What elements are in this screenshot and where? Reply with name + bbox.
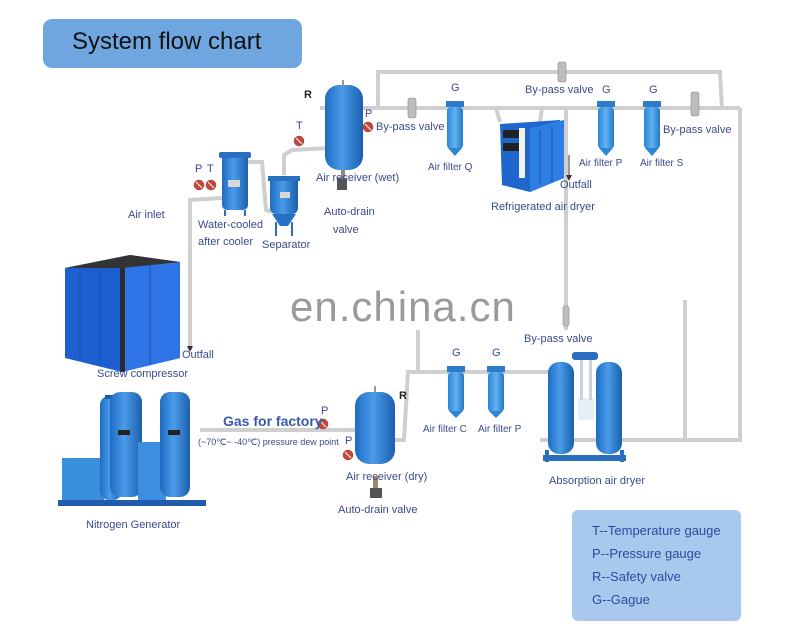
page-title: System flow chart bbox=[72, 28, 262, 55]
label-after-cooler-2: after cooler bbox=[198, 236, 254, 248]
label-air-receiver-wet: Air receiver (wet) bbox=[316, 172, 400, 184]
label-auto-drain-top-2: valve bbox=[333, 224, 359, 236]
air-receiver-dry-graphic bbox=[355, 386, 395, 498]
label-air-filter-q: Air filter Q bbox=[428, 162, 473, 173]
label-outfall-2: Outfall bbox=[560, 179, 592, 191]
outfall-arrows bbox=[187, 155, 572, 352]
label-air-filter-p-top: Air filter P bbox=[579, 158, 623, 169]
label-air-inlet: Air inlet bbox=[128, 209, 165, 221]
gauge-label-p: P bbox=[195, 163, 203, 175]
label-nitrogen-generator: Nitrogen Generator bbox=[86, 519, 181, 531]
legend: T--Temperature gauge P--Pressure gauge R… bbox=[572, 510, 741, 621]
pipe-compressor-up bbox=[188, 196, 223, 350]
gauge-label-g: G bbox=[649, 84, 658, 96]
air-filter-p-bottom-graphic bbox=[487, 366, 505, 418]
pipe-dryer-in bbox=[494, 107, 502, 123]
gauge-label-t: T bbox=[207, 163, 214, 175]
label-absorption-air-dryer: Absorption air dryer bbox=[549, 475, 645, 487]
label-refrigerated-air-dryer: Refrigerated air dryer bbox=[491, 201, 595, 213]
pipe-dryer-out bbox=[538, 107, 544, 123]
nitrogen-generator-graphic bbox=[58, 392, 206, 506]
label-dew-point: (~70℃~ -40℃) pressure dew point bbox=[198, 437, 339, 447]
label-bypass-valve-4: By-pass valve bbox=[524, 333, 593, 345]
watermark: en.china.cn bbox=[290, 283, 516, 330]
bypass-valves bbox=[407, 61, 700, 327]
label-bypass-valve-2: By-pass valve bbox=[525, 84, 594, 96]
bypass-valve-3 bbox=[690, 91, 700, 117]
label-auto-drain-bottom: Auto-drain valve bbox=[338, 504, 418, 516]
air-filter-c-graphic bbox=[447, 366, 465, 418]
gauge-label-p: P bbox=[345, 435, 353, 447]
bypass-valve-2 bbox=[557, 61, 567, 83]
gauge-label-g: G bbox=[452, 347, 461, 359]
legend-item-safety-valve: R--Safety valve bbox=[592, 569, 681, 584]
title-banner bbox=[43, 19, 302, 68]
label-outfall-1: Outfall bbox=[182, 349, 214, 361]
outfall-arrow-1 bbox=[187, 346, 193, 352]
gauge-label-g: G bbox=[492, 347, 501, 359]
label-auto-drain-top-1: Auto-drain bbox=[324, 206, 375, 218]
gauge-label-p: P bbox=[365, 108, 373, 120]
air-filter-p-top-graphic bbox=[597, 101, 615, 156]
bypass-valve-1 bbox=[407, 97, 417, 119]
label-bypass-valve-3: By-pass valve bbox=[663, 124, 732, 136]
air-filter-s-graphic bbox=[643, 101, 661, 156]
gauge-label-r: R bbox=[304, 89, 312, 101]
label-screw-compressor: Screw compressor bbox=[97, 368, 189, 380]
gauge-label-g: G bbox=[451, 82, 460, 94]
pipe-mid-down bbox=[392, 330, 420, 442]
gauge-label-g: G bbox=[602, 84, 611, 96]
separator-graphic bbox=[268, 176, 300, 236]
gauge-label-p: P bbox=[321, 405, 329, 417]
air-filter-q-graphic bbox=[446, 101, 464, 156]
legend-item-temperature: T--Temperature gauge bbox=[592, 523, 721, 538]
label-bypass-valve-1: By-pass valve bbox=[376, 121, 445, 133]
absorption-dryer-graphic bbox=[543, 352, 626, 462]
label-air-filter-s: Air filter S bbox=[640, 158, 684, 169]
label-air-filter-c: Air filter C bbox=[423, 424, 467, 435]
pipe-separator-receiver bbox=[282, 146, 331, 175]
pipe-bypass-top bbox=[376, 70, 724, 109]
refrigerated-dryer-graphic bbox=[500, 120, 564, 192]
gauge-label-t: T bbox=[296, 120, 303, 132]
air-receiver-wet-graphic bbox=[325, 80, 363, 190]
label-separator: Separator bbox=[262, 239, 311, 251]
screw-compressor-graphic bbox=[65, 255, 180, 372]
pipe-cooler-separator bbox=[248, 160, 273, 214]
label-gas-for-factory: Gas for factory bbox=[223, 413, 323, 429]
label-after-cooler-1: Water-cooled bbox=[198, 219, 264, 231]
label-air-receiver-dry: Air receiver (dry) bbox=[346, 471, 428, 483]
outfall-arrow-2 bbox=[566, 175, 572, 181]
legend-item-gauge: G--Gague bbox=[592, 592, 650, 607]
after-cooler-graphic bbox=[219, 152, 251, 216]
legend-item-pressure: P--Pressure gauge bbox=[592, 546, 702, 561]
gauge-label-r: R bbox=[399, 390, 407, 402]
bypass-valve-4 bbox=[562, 305, 570, 327]
label-air-filter-p-bottom: Air filter P bbox=[478, 424, 522, 435]
